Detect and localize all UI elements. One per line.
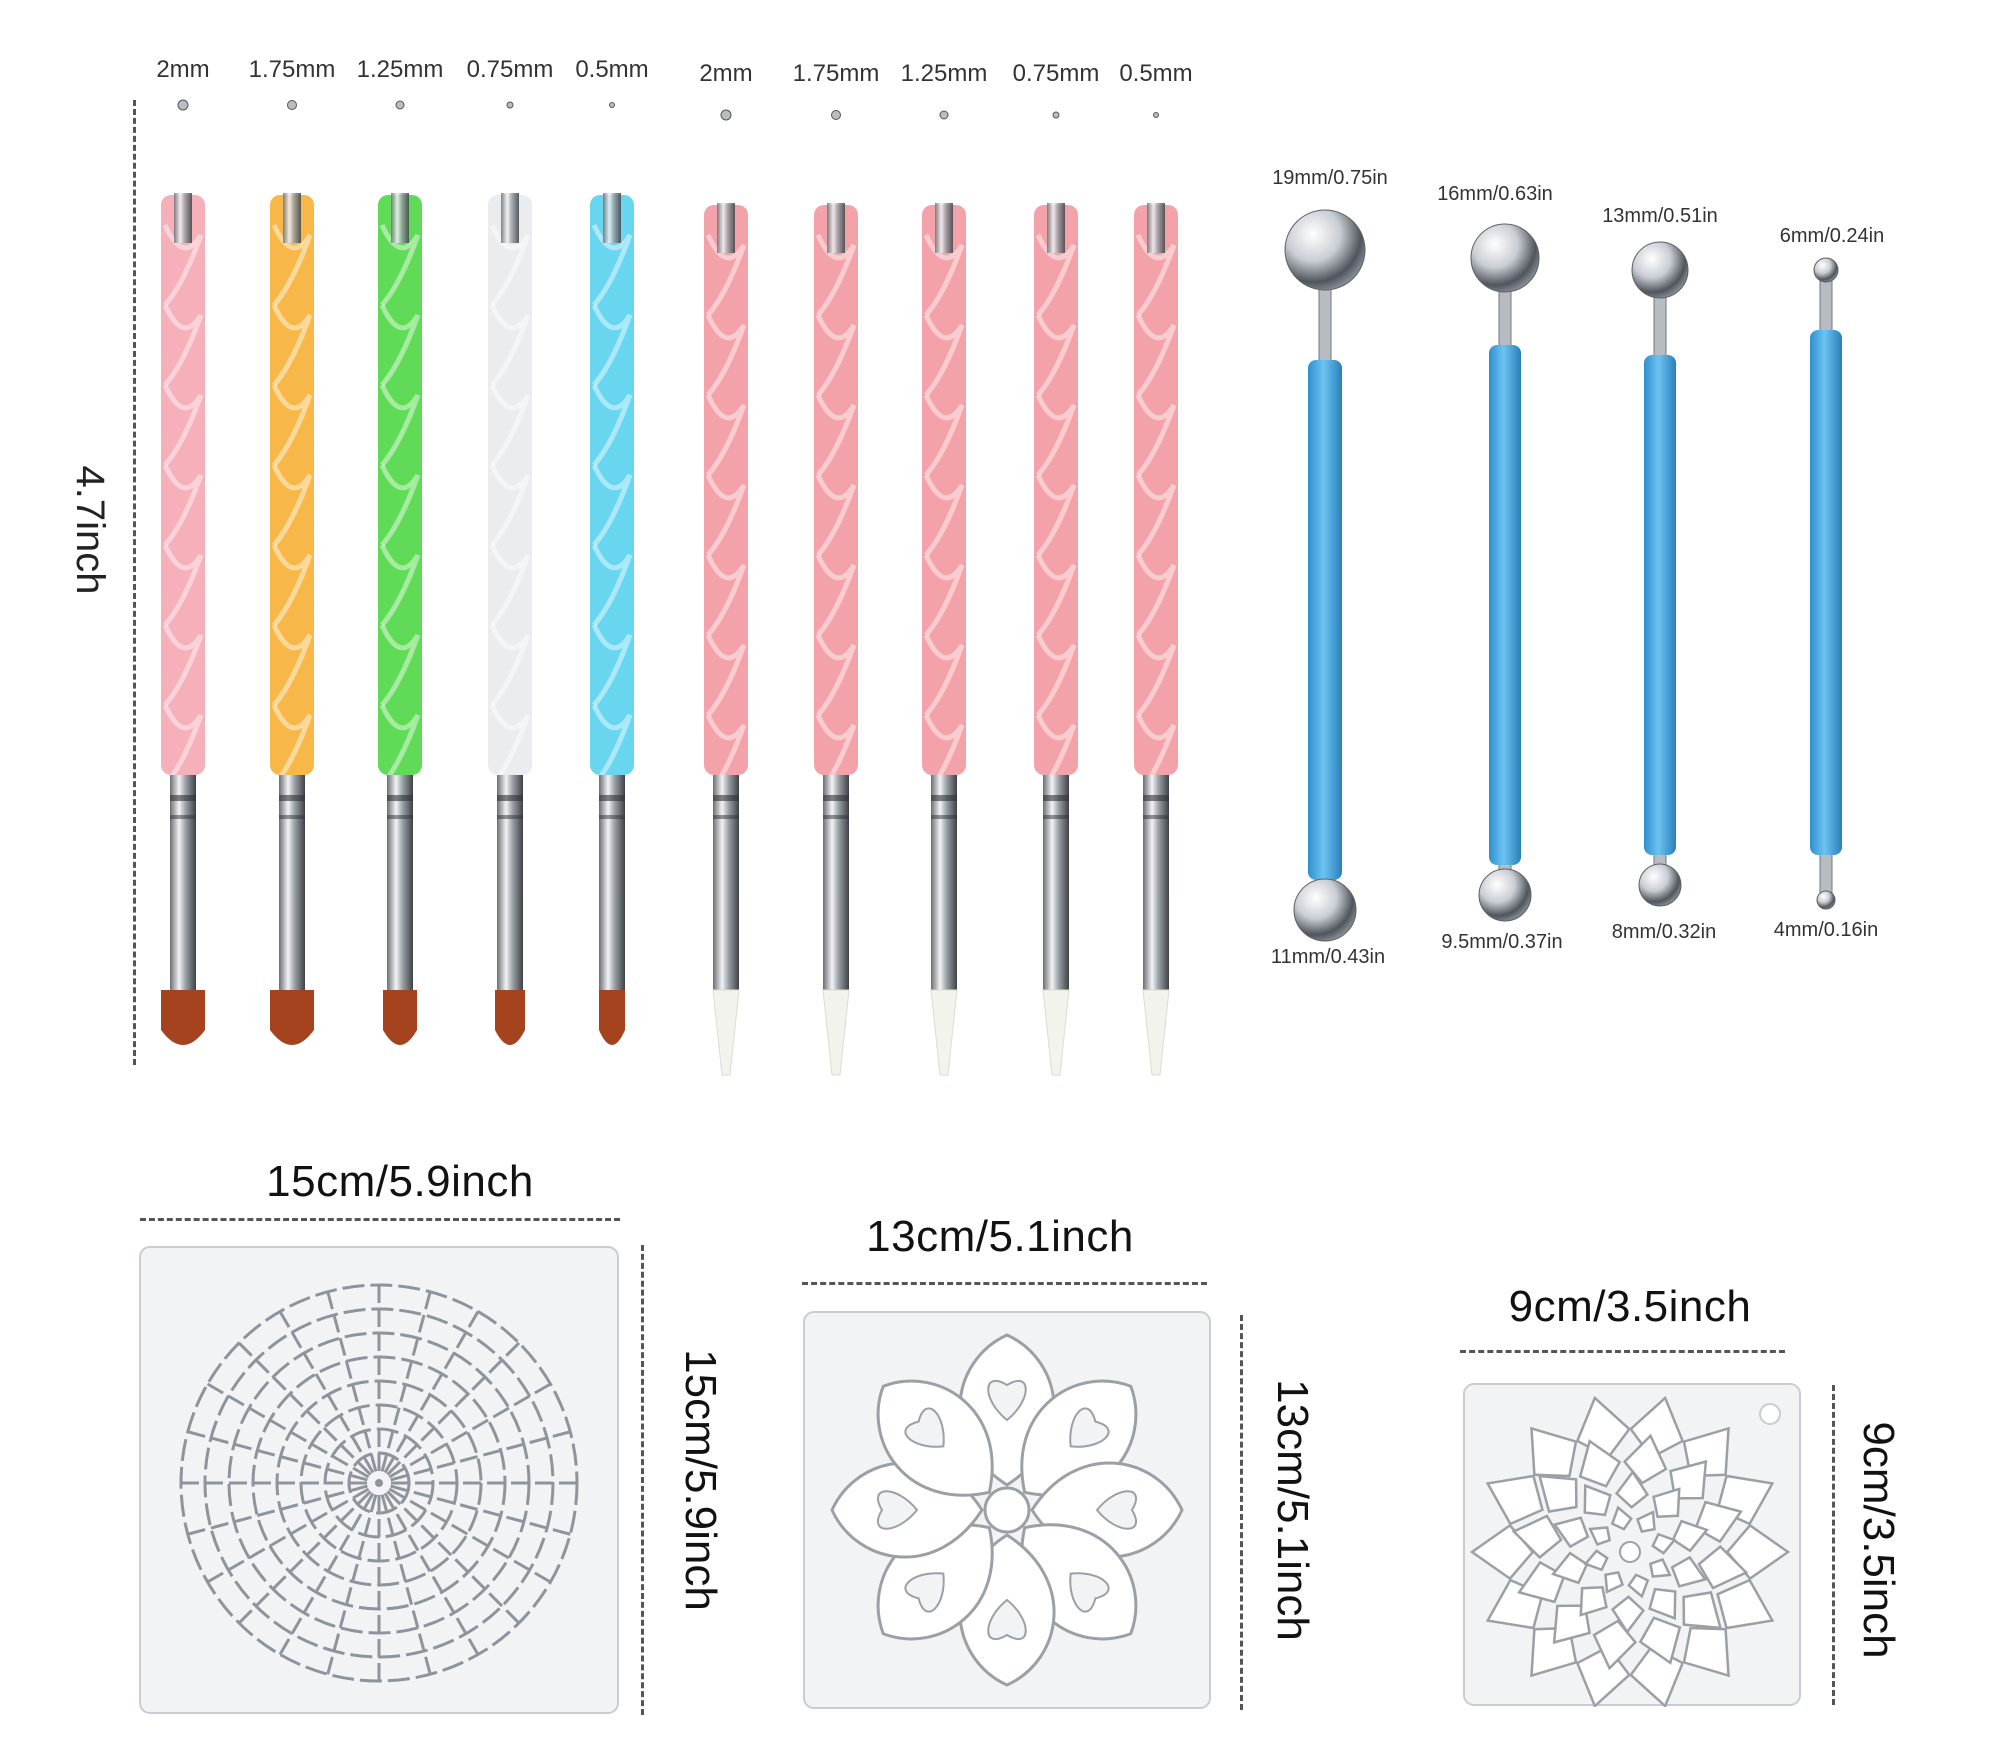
stencil-3-width-dashline xyxy=(1460,1350,1785,1353)
ball-size-bottom-label: 9.5mm/0.37in xyxy=(1441,931,1563,953)
pen-size-label: 1.75mm xyxy=(792,60,880,87)
stencil-1-width-dashline xyxy=(140,1218,620,1221)
stencil-1-height-dashline xyxy=(641,1245,644,1715)
pen-size-label: 1.75mm xyxy=(248,56,336,83)
pens-height-dashline xyxy=(133,100,136,1065)
stencil-1-height-label: 15cm/5.9inch xyxy=(676,1349,725,1611)
pen-size-label: 2mm xyxy=(156,56,210,83)
ball-stylus xyxy=(1470,223,1540,922)
stencil-3-height-label: 9cm/3.5inch xyxy=(1854,1421,1903,1659)
stencil-2-height-dashline xyxy=(1240,1315,1243,1710)
stencil-2-flower-mandala xyxy=(803,1311,1211,1709)
pen-size-label: 1.25mm xyxy=(900,60,988,87)
pen-size-label: 1.25mm xyxy=(356,56,444,83)
dotting-pen xyxy=(704,109,748,1076)
stencil-2-width-dashline xyxy=(802,1282,1207,1285)
ball-size-bottom-label: 11mm/0.43in xyxy=(1270,946,1386,968)
pen-size-label: 0.5mm xyxy=(1119,60,1193,87)
dotting-pen xyxy=(270,100,314,1045)
ball-stylus xyxy=(1284,209,1366,942)
ball-stylus xyxy=(1631,241,1689,907)
stencil-2-height-label: 13cm/5.1inch xyxy=(1268,1379,1317,1641)
stencil-1-width-label: 15cm/5.9inch xyxy=(266,1157,534,1206)
dotting-pen xyxy=(488,101,532,1045)
ball-size-top-label: 16mm/0.63in xyxy=(1437,183,1553,205)
ball-stylus-tools xyxy=(1284,209,1842,942)
dotting-pen xyxy=(814,110,858,1076)
pen-size-label: 2mm xyxy=(699,60,753,87)
dotting-pen xyxy=(378,100,422,1045)
ball-size-top-label: 13mm/0.51in xyxy=(1602,205,1718,227)
stencil-3-height-dashline xyxy=(1832,1385,1835,1705)
stencil-1-circular-grid xyxy=(139,1246,619,1714)
dotting-pen xyxy=(922,110,966,1076)
pen-size-label: 0.75mm xyxy=(466,56,554,83)
dotting-pen xyxy=(1134,112,1178,1076)
pen-size-label: 0.75mm xyxy=(1012,60,1100,87)
dotting-pen xyxy=(161,99,205,1045)
dotting-pen xyxy=(590,102,634,1045)
dotting-pen xyxy=(1034,111,1078,1076)
ball-stylus xyxy=(1810,257,1842,910)
ball-size-bottom-label: 4mm/0.16in xyxy=(1773,919,1879,941)
ball-size-top-label: 6mm/0.24in xyxy=(1779,225,1885,247)
pen-size-label: 0.5mm xyxy=(575,56,649,83)
stencil-3-dahlia-mandala xyxy=(1463,1383,1801,1707)
ball-size-top-label: 19mm/0.75in xyxy=(1272,167,1388,189)
stencil-2-width-label: 13cm/5.1inch xyxy=(866,1212,1134,1261)
stencil-3-width-label: 9cm/3.5inch xyxy=(1508,1282,1752,1331)
ball-size-bottom-label: 8mm/0.32in xyxy=(1611,921,1717,943)
dotting-pens xyxy=(161,99,1178,1076)
